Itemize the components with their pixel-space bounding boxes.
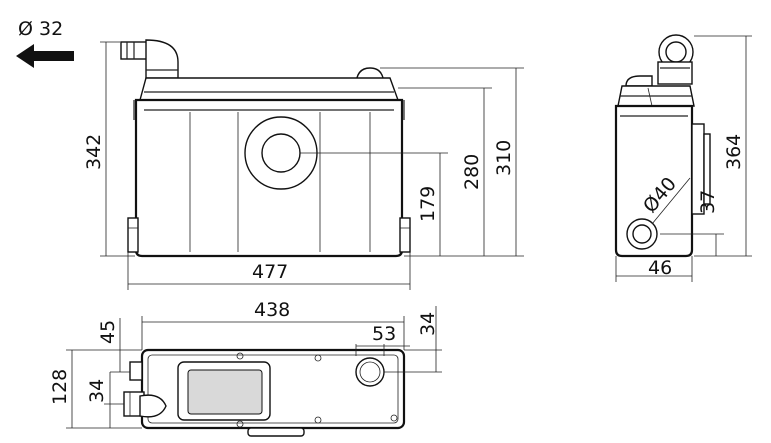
front-left-inlet <box>127 217 139 253</box>
top-handle <box>247 427 305 437</box>
outlet-indicator: Ø 32 <box>16 18 74 68</box>
side-body <box>614 104 694 258</box>
front-width: 477 <box>252 261 288 283</box>
side-inlet-height: 37 <box>697 190 719 214</box>
outlet-arrow-icon <box>16 44 74 68</box>
front-inlet-inner <box>261 133 301 173</box>
top-outlet-offset: 45 <box>97 320 119 344</box>
side-view: 364 Ø40 37 46 <box>614 34 752 282</box>
outlet-pipe-stub <box>120 41 150 60</box>
front-view: 342 310 280 179 477 <box>83 39 524 290</box>
outlet-diameter-label: Ø 32 <box>18 18 63 40</box>
top-depth: 128 <box>49 369 71 405</box>
front-height-lid: 310 <box>493 140 515 176</box>
front-height-overall: 342 <box>83 134 105 170</box>
top-vent-diameter: 53 <box>372 323 396 345</box>
top-vent-offset: 34 <box>417 312 439 336</box>
front-right-inlet <box>399 217 411 253</box>
side-outlet-inner <box>665 41 687 63</box>
side-inlet-depth: 46 <box>648 257 672 279</box>
front-inlet-height: 179 <box>417 186 439 222</box>
front-height-body: 280 <box>461 154 483 190</box>
top-inlet-offset: 34 <box>86 379 108 403</box>
top-view: 438 128 45 34 53 34 <box>49 299 442 437</box>
side-height-overall: 364 <box>723 134 745 170</box>
side-inlet-inner <box>632 224 652 244</box>
top-length: 438 <box>254 299 290 321</box>
front-lid <box>139 77 399 101</box>
